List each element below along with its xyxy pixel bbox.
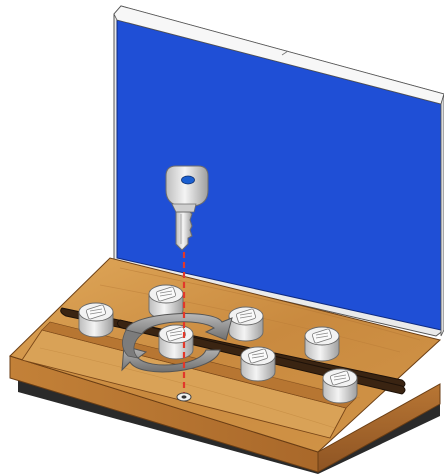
- lock-cylinder-icon: [79, 303, 113, 337]
- lock-cylinder-icon: [241, 347, 275, 381]
- lock-cylinder-icon: [305, 327, 339, 361]
- lock-cylinder-icon: [323, 369, 357, 403]
- lock-cylinder-icon: [159, 325, 193, 359]
- target-hole: [177, 393, 191, 401]
- lock-cylinder-icon: [229, 307, 263, 341]
- keyhole-icon: [182, 176, 195, 184]
